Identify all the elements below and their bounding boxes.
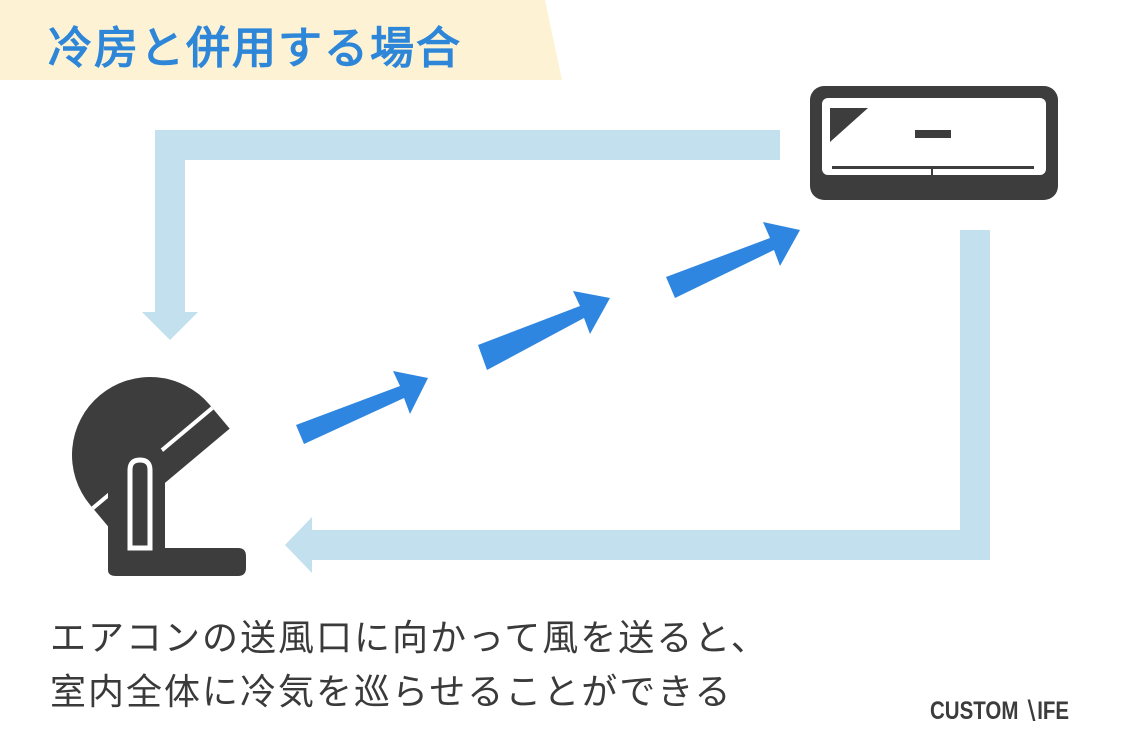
return-airflow-top	[142, 130, 780, 340]
return-airflow-bottom	[285, 230, 990, 573]
circulator-fan-icon	[72, 377, 246, 576]
title-band	[0, 0, 562, 80]
air-conditioner-icon	[810, 86, 1058, 200]
fan-airflow-arrows	[296, 222, 800, 444]
fan-airflow-arrow-3	[666, 222, 800, 298]
page-title: 冷房と併用する場合	[48, 23, 462, 74]
caption-line-2: 室内全体に冷気を巡らせることができる	[50, 672, 733, 713]
caption: エアコンの送風口に向かって風を送ると、 室内全体に冷気を巡らせることができる	[50, 612, 769, 720]
caption-line-1: エアコンの送風口に向かって風を送ると、	[50, 618, 769, 659]
brand-logo: CUSTOM ∖IFE	[930, 697, 1070, 725]
fan-airflow-arrow-2	[478, 291, 610, 370]
fan-airflow-arrow-1	[296, 371, 428, 444]
